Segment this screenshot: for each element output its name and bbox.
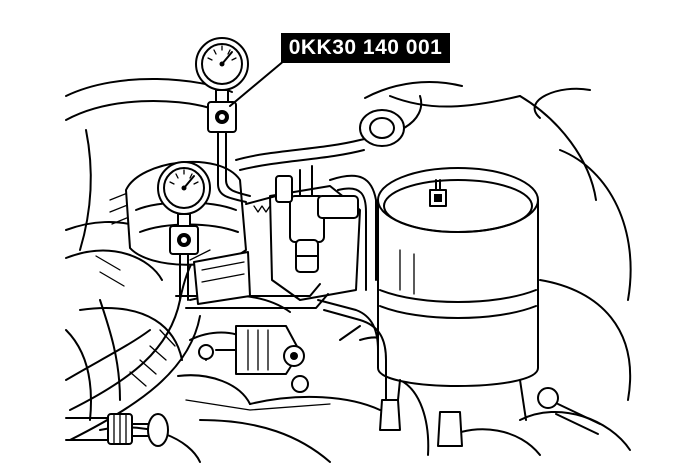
grommet	[359, 95, 423, 147]
upper-gauge	[195, 37, 251, 203]
fuel-filter	[377, 167, 539, 421]
lower-gauge	[157, 161, 211, 301]
sensor-body	[185, 325, 331, 411]
part-number-callout: 0KK30 140 001	[281, 33, 450, 63]
bolt-right	[379, 387, 601, 447]
injection-pump	[245, 165, 361, 301]
lower-left-hose	[65, 413, 169, 447]
callout-leader-line	[229, 59, 286, 107]
